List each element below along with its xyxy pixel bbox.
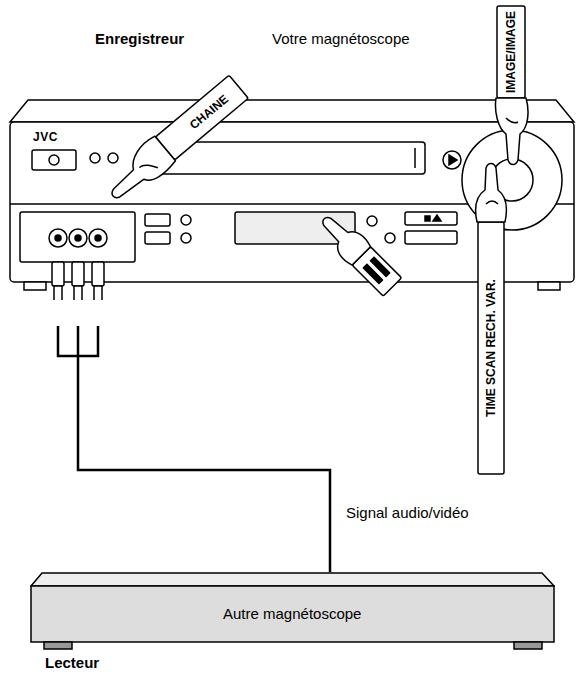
recorder-heading: Enregistreur: [95, 30, 184, 47]
dial-label: IMAGE/IMAGE: [504, 11, 518, 93]
dial-label: TIME SCAN RECH. VAR.: [484, 279, 498, 417]
brand-logo: JVC: [33, 130, 58, 144]
recorder-subheading: Votre magnétoscope: [272, 30, 410, 47]
player-heading: Lecteur: [45, 654, 99, 671]
av-cable: [58, 248, 330, 572]
recorder-vcr: Enregistreur Votre magnétoscopeJVC: [0, 0, 584, 300]
player-vcr: Autre magnétoscopeLecteur: [30, 572, 555, 650]
player-label: Autre magnétoscope: [223, 605, 361, 622]
edge-label: Signal audio/vidéo: [344, 504, 471, 521]
